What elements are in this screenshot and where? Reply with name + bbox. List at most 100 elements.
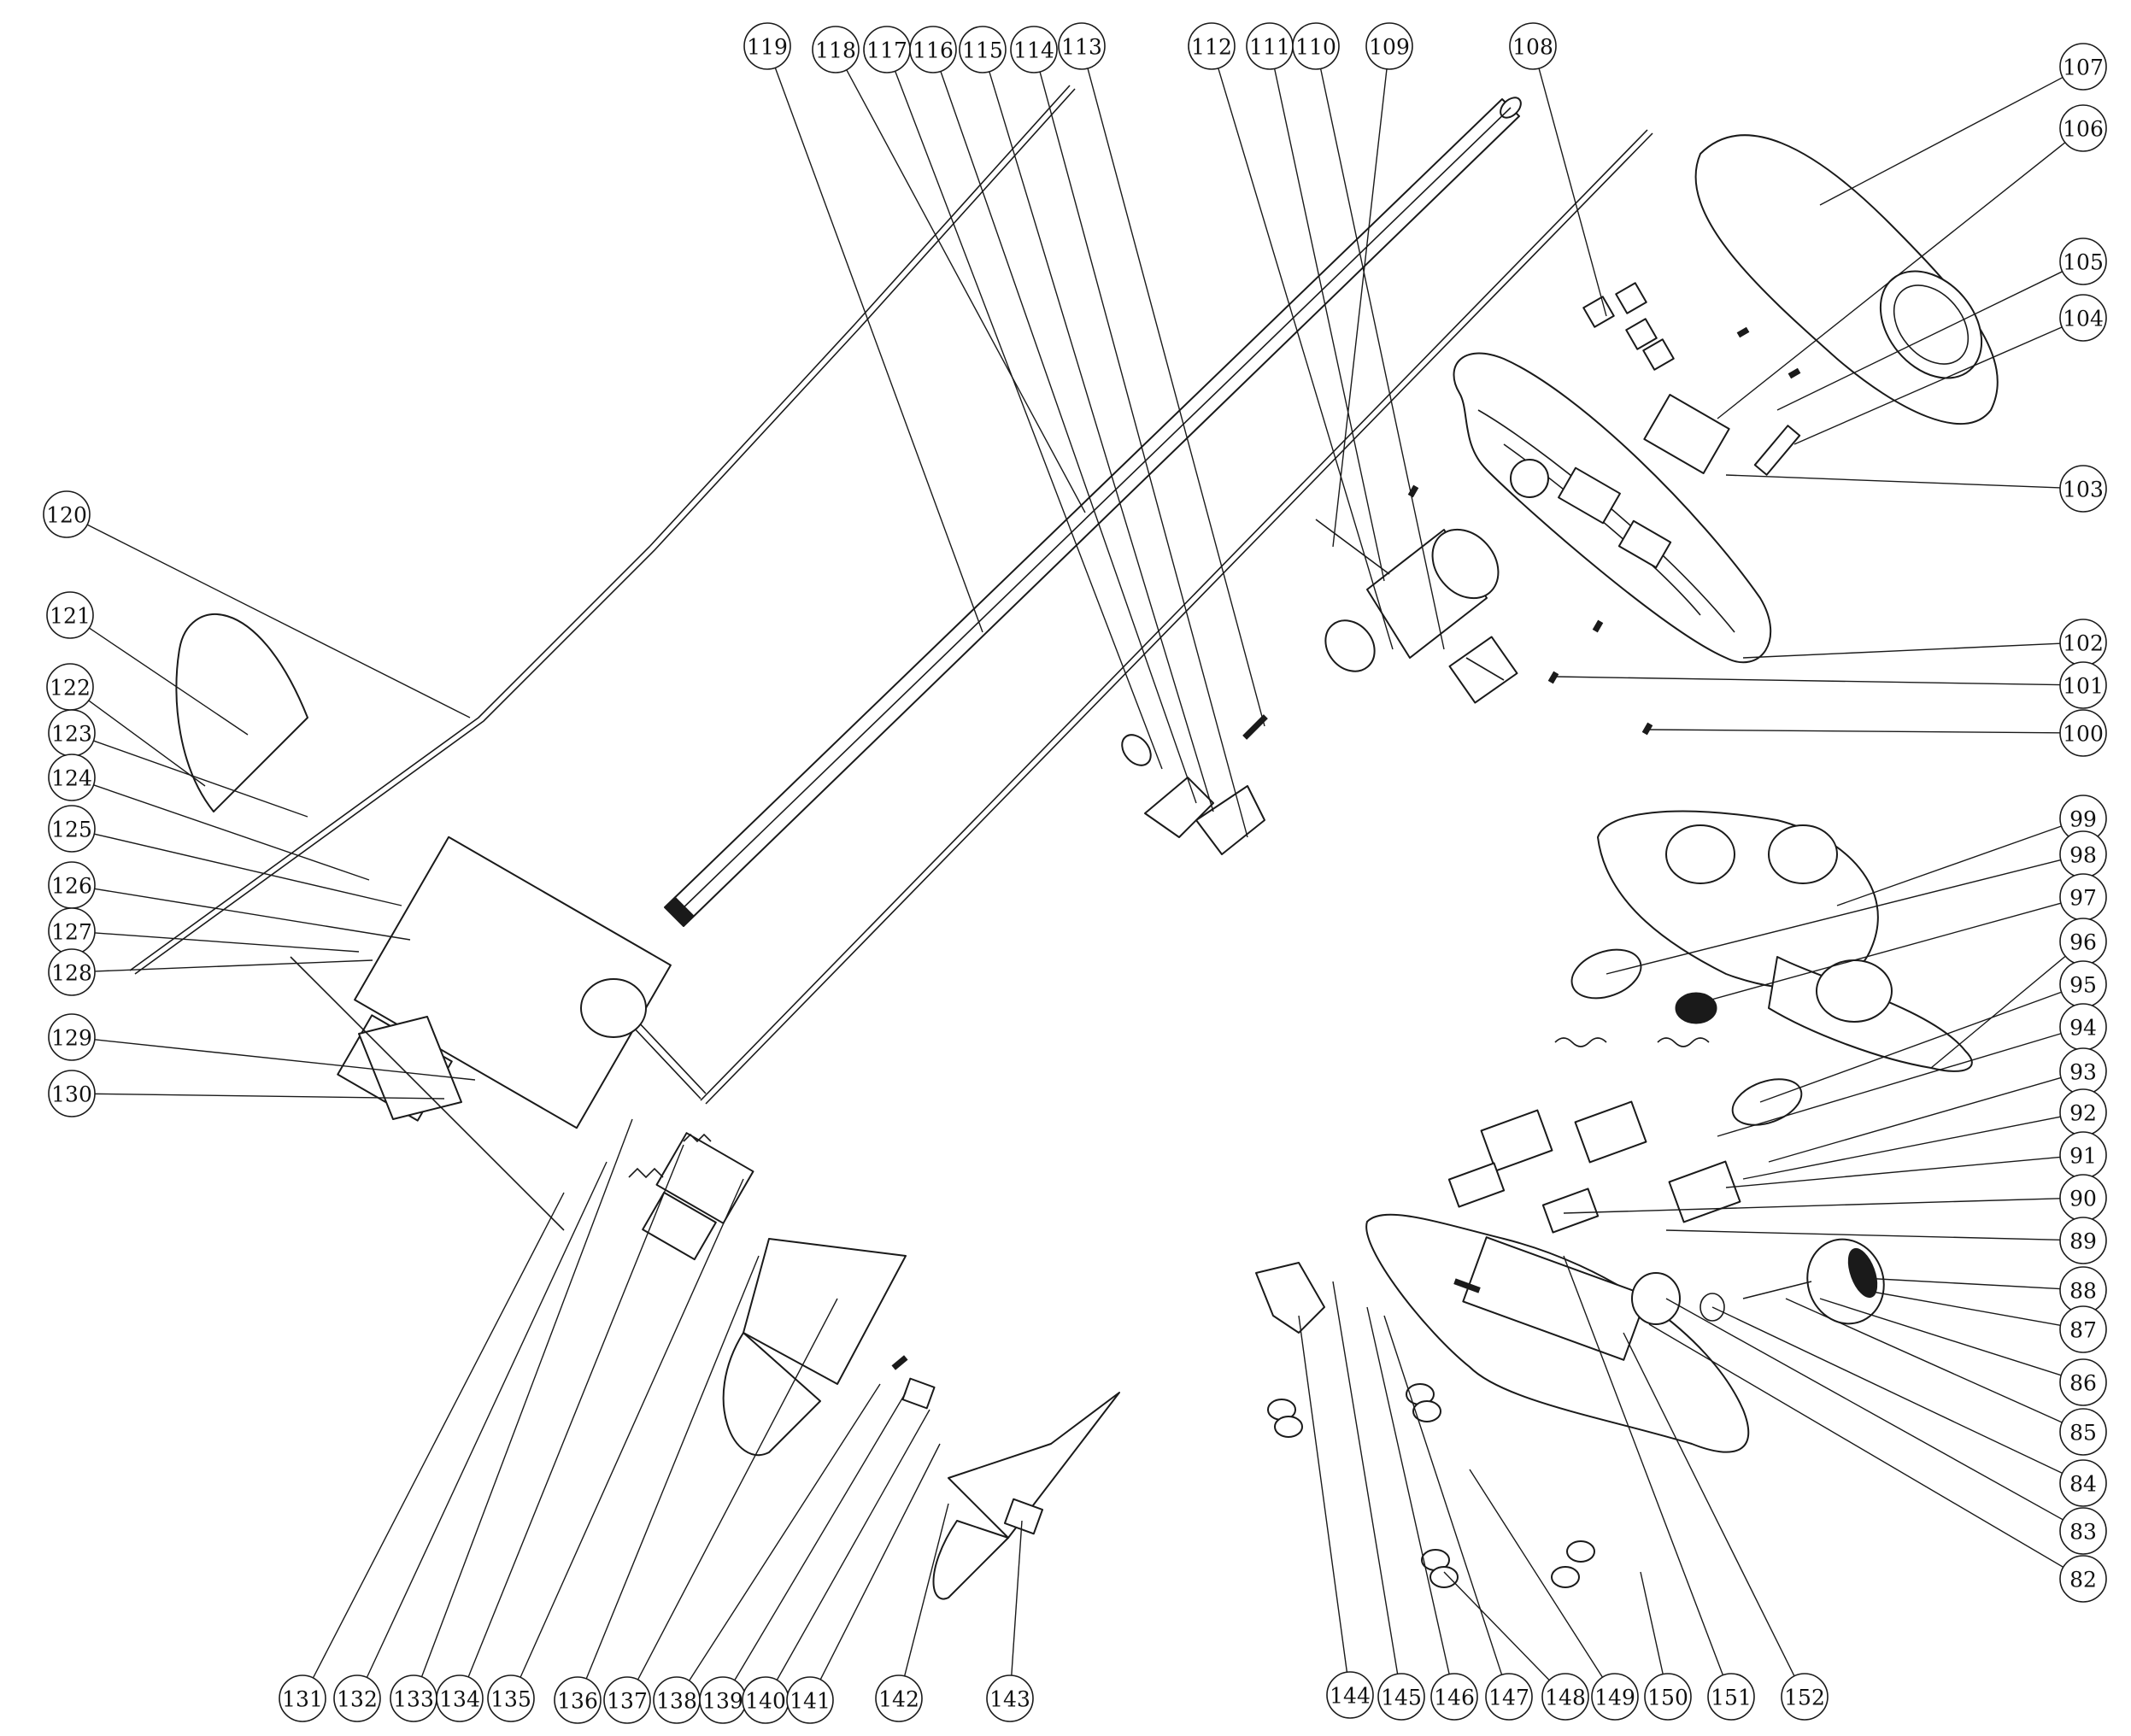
leader-line-132	[366, 1161, 608, 1678]
callout-label: 145	[1381, 1686, 1422, 1710]
callout-label: 133	[393, 1687, 434, 1712]
callout-circle	[1188, 22, 1236, 70]
callout-label: 151	[1711, 1686, 1752, 1710]
leader-line-107	[1819, 76, 2063, 206]
leader-line-133	[420, 1118, 633, 1677]
callout-label: 132	[337, 1687, 378, 1712]
leader-line-117	[894, 70, 1163, 770]
callout-circle	[2059, 1555, 2107, 1603]
leader-lines	[86, 67, 2066, 1681]
head-housing	[1453, 352, 1772, 664]
callout-91: 91	[2059, 1131, 2107, 1179]
callout-82: 82	[2059, 1555, 2107, 1603]
callout-circle	[48, 754, 96, 801]
callout-label: 141	[790, 1689, 831, 1714]
callout-120: 120	[43, 490, 91, 538]
callout-136: 136	[554, 1676, 602, 1724]
callout-label: 87	[2069, 1318, 2097, 1343]
callout-117: 117	[863, 26, 911, 73]
callout-94: 94	[2059, 1003, 2107, 1051]
callout-label: 135	[490, 1687, 531, 1712]
leader-line-127	[94, 932, 360, 953]
callout-92: 92	[2059, 1088, 2107, 1136]
callout-circle	[2059, 661, 2107, 709]
callout-95: 95	[2059, 960, 2107, 1008]
leader-line-146	[1366, 1306, 1450, 1674]
callout-140: 140	[742, 1676, 790, 1724]
callout-circle	[1377, 1673, 1425, 1721]
callout-circle	[487, 1674, 535, 1722]
callout-circle	[46, 591, 94, 639]
callout-circle	[48, 805, 96, 853]
callout-label: 92	[2069, 1101, 2097, 1126]
callout-151: 151	[1707, 1673, 1755, 1721]
callout-83: 83	[2059, 1507, 2107, 1555]
leader-line-100	[1648, 729, 2061, 734]
callout-label: 98	[2069, 843, 2097, 868]
leader-line-125	[94, 833, 402, 906]
lower-fins	[722, 1238, 1120, 1600]
leader-line-134	[467, 1144, 684, 1678]
leader-line-126	[94, 888, 411, 941]
long-rod	[700, 129, 1653, 1105]
callout-118: 118	[812, 26, 860, 73]
callout-circle	[48, 1013, 96, 1061]
callout-113: 113	[1058, 22, 1106, 70]
callout-104: 104	[2059, 294, 2107, 342]
callout-100: 100	[2059, 709, 2107, 757]
callout-149: 149	[1591, 1673, 1639, 1721]
callout-circle	[1707, 1673, 1755, 1721]
callout-circle	[554, 1676, 602, 1724]
callout-label: 140	[745, 1689, 786, 1714]
callout-label: 127	[51, 920, 92, 945]
leader-line-86	[1819, 1298, 2062, 1376]
callout-label: 130	[51, 1082, 92, 1107]
callout-circle	[1591, 1673, 1639, 1721]
callout-label: 142	[878, 1687, 919, 1712]
callout-label: 107	[2063, 56, 2104, 80]
callout-label: 124	[51, 766, 92, 791]
callout-label: 149	[1594, 1686, 1635, 1710]
callout-85: 85	[2059, 1408, 2107, 1456]
callout-circle	[1365, 22, 1413, 70]
callout-label: 147	[1488, 1686, 1529, 1710]
callout-label: 152	[1784, 1686, 1825, 1710]
shaft-tube	[664, 97, 1522, 927]
callout-label: 93	[2069, 1060, 2097, 1085]
leader-line-89	[1665, 1229, 2061, 1241]
leader-line-121	[89, 627, 249, 736]
callout-label: 118	[815, 38, 856, 63]
callout-label: 86	[2069, 1371, 2097, 1396]
callout-label: 100	[2063, 722, 2104, 747]
motor-assembly	[290, 836, 754, 1261]
callout-circle	[48, 948, 96, 996]
callout-circle	[1509, 22, 1557, 70]
callout-label: 134	[439, 1687, 480, 1712]
callout-label: 110	[1295, 35, 1336, 60]
callout-125: 125	[48, 805, 96, 853]
leader-line-88	[1862, 1277, 2061, 1290]
callout-label: 94	[2069, 1016, 2097, 1041]
callout-label: 144	[1330, 1684, 1371, 1709]
callout-label: 122	[50, 676, 91, 701]
callout-132: 132	[333, 1674, 381, 1722]
callout-label: 137	[607, 1689, 648, 1714]
callout-circle	[2059, 1217, 2107, 1264]
leader-line-84	[1711, 1306, 2063, 1475]
callout-circle	[812, 26, 860, 73]
callout-circle	[2059, 1305, 2107, 1353]
callout-138: 138	[653, 1676, 701, 1724]
callout-label: 105	[2063, 250, 2104, 275]
callout-label: 102	[2063, 631, 2104, 656]
callout-circle	[279, 1674, 326, 1722]
leader-line-138	[689, 1383, 881, 1681]
callout-label: 103	[2063, 478, 2104, 502]
callout-90: 90	[2059, 1174, 2107, 1222]
callout-circle	[875, 1674, 923, 1722]
callout-circle	[1010, 26, 1058, 73]
leader-line-143	[1011, 1520, 1023, 1676]
callout-135: 135	[487, 1674, 535, 1722]
callout-label: 123	[51, 722, 92, 747]
leader-line-152	[1623, 1332, 1795, 1677]
